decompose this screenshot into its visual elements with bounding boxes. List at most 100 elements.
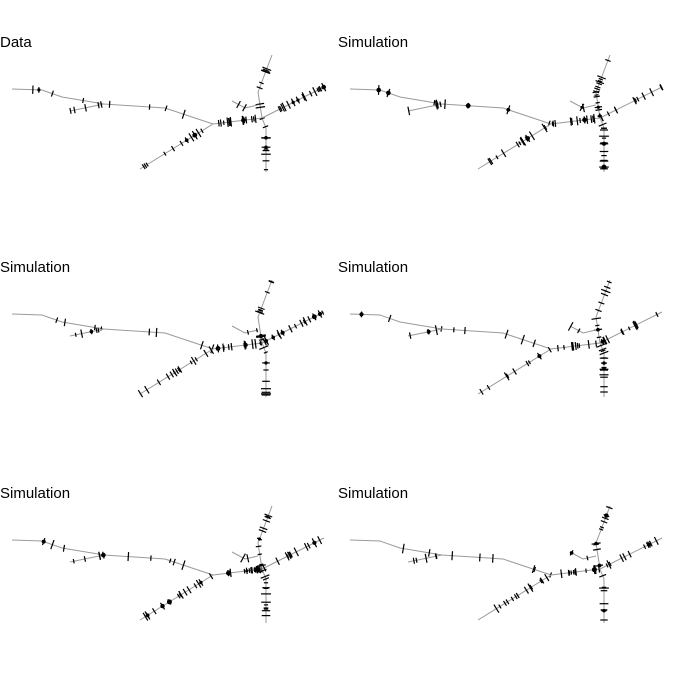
observation-tick: [567, 321, 574, 331]
network-diagram: [349, 279, 663, 397]
observation-cluster: [580, 105, 584, 109]
observation-tick: [250, 567, 253, 574]
observation-tick: [533, 566, 537, 573]
network-diagram: [349, 505, 663, 623]
observation-tick: [486, 384, 491, 391]
observation-tick: [605, 58, 611, 62]
observation-tick: [587, 340, 590, 349]
observation-tick: [321, 310, 325, 315]
observation-tick: [502, 600, 508, 607]
observation-tick: [210, 344, 215, 354]
observation-tick: [586, 555, 589, 561]
observation-tick: [254, 566, 257, 573]
observation-tick: [312, 87, 318, 97]
observation-tick: [137, 389, 144, 398]
observation-tick: [222, 343, 225, 352]
observation-tick: [563, 345, 565, 350]
observation-tick: [401, 543, 405, 554]
observation-tick: [97, 101, 100, 109]
observation-tick: [633, 320, 639, 330]
observation-tick: [655, 311, 659, 318]
observation-tick: [593, 95, 600, 98]
observation-tick: [255, 328, 258, 333]
observation-tick: [539, 579, 543, 584]
observation-tick: [176, 593, 181, 599]
observation-tick: [261, 564, 267, 572]
observation-tick: [262, 518, 271, 523]
observation-tick: [223, 345, 225, 350]
observation-tick: [316, 87, 320, 93]
observation-cluster: [386, 90, 391, 96]
observation-tick: [227, 344, 230, 350]
observation-tick: [595, 308, 602, 313]
observation-tick: [527, 583, 534, 593]
observation-tick: [479, 553, 481, 562]
observation-tick: [577, 328, 581, 334]
observation-tick: [93, 324, 96, 331]
observation-tick: [262, 337, 267, 346]
observation-tick: [276, 332, 281, 338]
observation-tick: [248, 568, 251, 573]
observation-tick: [614, 107, 618, 113]
network-diagram: [349, 54, 664, 172]
observation-tick: [593, 113, 596, 124]
observation-tick: [172, 558, 176, 566]
observation-tick: [595, 80, 605, 85]
observation-tick: [479, 388, 484, 395]
observation-tick: [570, 117, 573, 125]
observation-tick: [641, 92, 646, 100]
panel-title: Simulation: [338, 34, 409, 51]
observation-tick: [434, 553, 438, 560]
stream-branch: [11, 539, 214, 576]
observation-tick: [578, 343, 581, 348]
observation-tick: [301, 93, 306, 101]
observation-tick: [513, 593, 518, 600]
observation-tick: [492, 553, 494, 563]
observation-tick: [595, 85, 601, 89]
observation-tick: [251, 339, 254, 350]
observation-tick: [428, 548, 431, 557]
panel-simulation-5: Simulation: [338, 451, 676, 676]
observation-tick: [172, 370, 177, 375]
observation-tick: [189, 360, 193, 365]
observation-tick: [531, 565, 536, 574]
observation-tick: [97, 327, 100, 333]
observation-cluster: [257, 537, 262, 541]
observation-tick: [599, 350, 609, 356]
observation-tick: [599, 526, 605, 529]
observation-tick: [415, 557, 418, 563]
observation-tick: [598, 347, 607, 352]
observation-cluster: [582, 117, 587, 123]
observation-cluster: [311, 314, 317, 320]
panel-simulation-2: Simulation: [0, 225, 338, 450]
observation-cluster: [537, 354, 542, 359]
network-diagram: [11, 505, 325, 623]
observation-tick: [288, 325, 293, 333]
observation-tick: [163, 151, 167, 156]
observation-tick: [50, 539, 55, 550]
stream-branch: [349, 88, 552, 125]
observation-tick: [246, 329, 250, 335]
stream-branch: [599, 311, 663, 344]
observation-tick: [301, 92, 308, 102]
observation-tick: [145, 162, 149, 167]
observation-tick: [595, 108, 603, 111]
observation-tick: [504, 329, 509, 339]
observation-tick: [598, 113, 604, 122]
observation-cluster: [506, 107, 511, 112]
observation-cluster: [192, 132, 198, 138]
observation-tick: [178, 592, 183, 598]
stream-branch: [261, 117, 267, 172]
stream-branch: [257, 279, 273, 344]
observation-tick: [195, 579, 202, 588]
panel-data: Data: [0, 0, 338, 225]
observation-tick: [144, 385, 150, 394]
observation-tick: [260, 574, 270, 579]
observation-tick: [259, 81, 264, 85]
panel-simulation-3: Simulation: [338, 225, 676, 450]
observation-tick: [593, 548, 601, 551]
observation-cluster: [426, 329, 431, 334]
observation-tick: [594, 87, 601, 91]
observation-cluster: [596, 105, 600, 109]
observation-tick: [595, 101, 600, 104]
